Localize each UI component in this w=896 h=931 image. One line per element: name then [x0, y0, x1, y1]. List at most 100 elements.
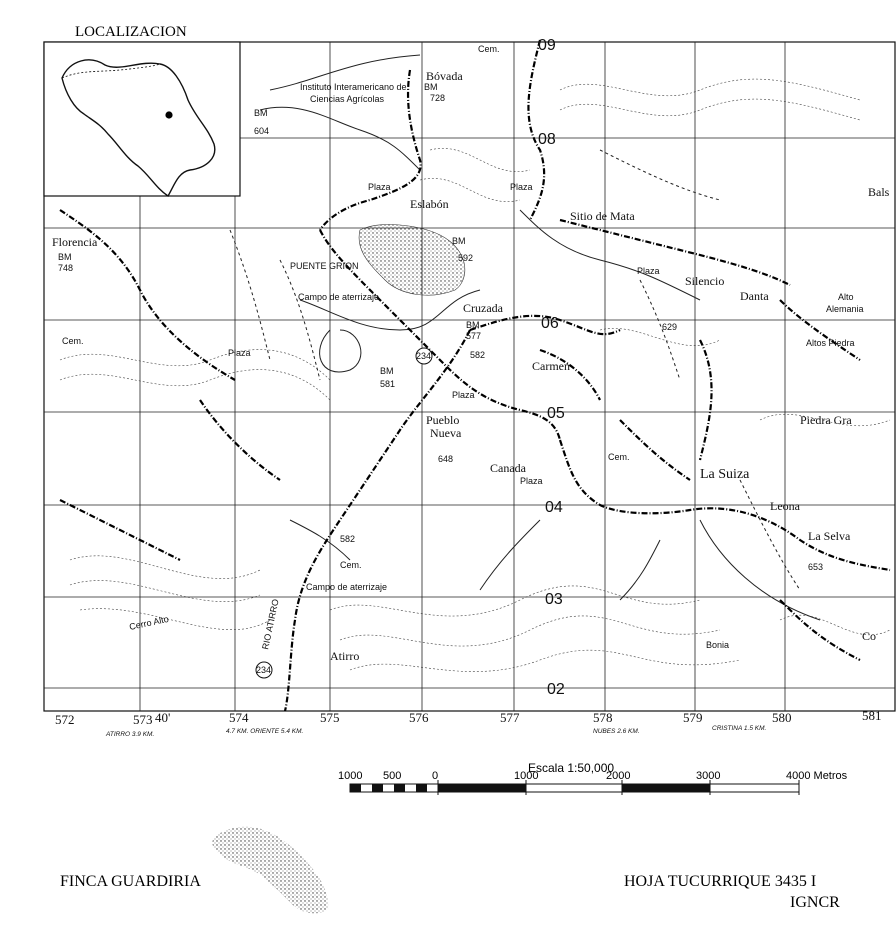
stippled-lagoon: [358, 224, 466, 296]
label-plaza: Plaza: [637, 266, 660, 276]
place-silencio: Silencio: [685, 274, 724, 288]
rivers: [259, 54, 821, 621]
place-sitio-de-mata: Sitio de Mata: [570, 209, 635, 223]
place-leona: Leona: [770, 499, 801, 513]
northing-label: 04: [545, 499, 563, 516]
inset-locator: [43, 41, 241, 197]
place-danta: Danta: [740, 289, 769, 303]
label-bm-value: 577: [466, 331, 481, 341]
place-la-suiza: La Suiza: [700, 467, 750, 482]
label-bm-value: 648: [438, 454, 453, 464]
easting-label: 577: [500, 710, 520, 725]
label-plaza: Plaza: [368, 182, 391, 192]
label-campo-aterrizaje: Campo de aterrizaje: [298, 292, 379, 302]
roads: [59, 39, 891, 712]
road-note-nubes: NUBES 2.6 KM.: [593, 728, 640, 735]
label-bm: BM: [58, 252, 72, 262]
label-bm: BM: [452, 236, 466, 246]
label-cem: Cem.: [608, 452, 630, 462]
easting-label: 581: [862, 708, 882, 723]
place-co: Co: [862, 629, 876, 643]
easting-label: 579: [683, 710, 703, 725]
sheet-title: HOJA TUCURRIQUE 3435 I: [624, 873, 816, 890]
label-puente-grion: PUENTE GRION: [290, 261, 359, 271]
easting-label: 573: [133, 712, 153, 727]
label-cem: Cem.: [478, 44, 500, 54]
scale-label: 2000: [606, 770, 630, 782]
scale-label: 4000 Metros: [786, 770, 848, 782]
easting-label: 572: [55, 712, 75, 727]
label-plaza: Plaza: [452, 390, 475, 400]
inset-title: LOCALIZACION: [75, 24, 187, 40]
location-dot: [165, 111, 173, 119]
label-bm-value: 592: [458, 253, 473, 263]
label-bonia: Bonia: [706, 640, 729, 650]
easting-label: 576: [409, 710, 429, 725]
label-bm: BM: [380, 366, 394, 376]
road-note-atirro: ATIRRO 3.9 KM.: [105, 731, 154, 738]
finca-region-silhouette: [212, 826, 329, 914]
place-piedra-grande: Piedra Gra: [800, 413, 852, 427]
label-bm-value: 728: [430, 93, 445, 103]
northing-label: 06: [541, 315, 559, 332]
route-234-label: 234: [416, 351, 431, 361]
northing-label: 02: [547, 681, 565, 698]
place-florencia: Florencia: [52, 235, 98, 249]
label-bm-value: 748: [58, 263, 73, 273]
scale-label: 500: [383, 770, 401, 782]
place-cruzada: Cruzada: [463, 301, 504, 315]
label-instituto: Instituto Interamericano de: [300, 82, 407, 92]
scale-label: 1000: [338, 770, 362, 782]
label-bm-value: 629: [662, 322, 677, 332]
scale-label: 1000: [514, 770, 538, 782]
place-la-selva: La Selva: [808, 529, 851, 543]
northing-label: 08: [538, 131, 556, 148]
northing-label: 09: [538, 37, 556, 54]
northing-label: 05: [547, 405, 565, 422]
place-bovada: Bóvada: [426, 69, 463, 83]
road-note-cristina: CRISTINA 1.5 KM.: [712, 725, 766, 732]
label-bm-value: 653: [808, 562, 823, 572]
scale-label: 0: [432, 770, 438, 782]
label-altos-piedra: Altos Piedra: [806, 338, 855, 348]
label-bm-value: 604: [254, 126, 269, 136]
label-bm: BM: [466, 320, 480, 330]
label-bm-value: 582: [470, 350, 485, 360]
road-note-oriente: 4.7 KM. ORIENTE 5.4 KM.: [226, 728, 303, 735]
place-eslabon: Eslabón: [410, 197, 449, 211]
northing-label: 03: [545, 591, 563, 608]
minute-label: 40': [155, 710, 170, 725]
label-bm: BM: [254, 108, 268, 118]
scale-bar: [349, 780, 800, 795]
place-pueblo-nuevo: Pueblo: [426, 413, 459, 427]
easting-label: 580: [772, 710, 792, 725]
label-bm: BM: [424, 82, 438, 92]
label-cem: Cem.: [340, 560, 362, 570]
label-alto: Alto: [838, 292, 854, 302]
route-marker: 234: [415, 347, 433, 365]
easting-label: 574: [229, 710, 249, 725]
label-instituto-2: Ciencias Agrícolas: [310, 94, 385, 104]
trails: [229, 149, 801, 591]
scale-title: Escala 1:50,000: [528, 761, 614, 775]
label-bm-value: 581: [380, 379, 395, 389]
label-alemania: Alemania: [826, 304, 864, 314]
place-atirro: Atirro: [330, 649, 359, 663]
label-plaza: Plaza: [510, 182, 533, 192]
label-bm-value: 582: [340, 534, 355, 544]
label-cem: Cem.: [62, 336, 84, 346]
place-canada: Canada: [490, 461, 527, 475]
easting-label: 575: [320, 710, 340, 725]
label-plaza: Plaza: [520, 476, 543, 486]
label-plaza: Plaza: [228, 348, 251, 358]
route-234-label: 234: [256, 665, 271, 675]
place-carmen: Carmen: [532, 359, 570, 373]
route-marker: 234: [255, 661, 273, 679]
label-campo-aterrizaje-2: Campo de aterrizaje: [306, 582, 387, 592]
costa-rica-outline: [61, 59, 216, 197]
place-pueblo-nuevo-2: Nueva: [430, 426, 462, 440]
easting-label: 578: [593, 710, 613, 725]
contour-lines: [59, 78, 891, 672]
place-balsa: Bals: [868, 185, 890, 199]
